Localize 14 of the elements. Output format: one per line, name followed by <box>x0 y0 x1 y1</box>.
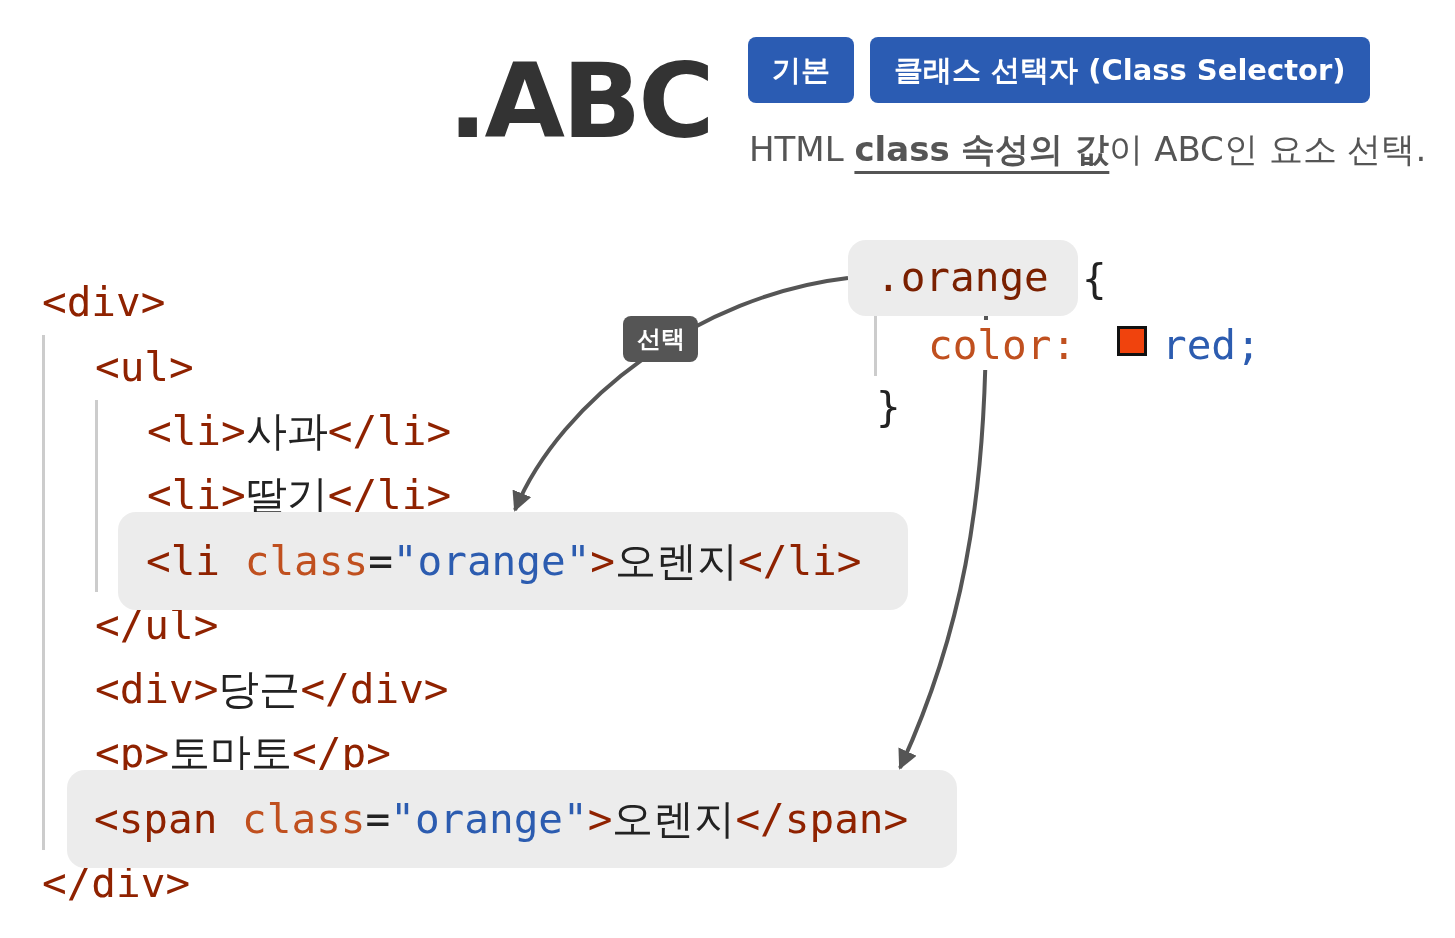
code-line: } <box>876 382 901 432</box>
curved-arrow <box>898 315 988 770</box>
description-text: HTML class 속성의 값이 ABC인 요소 선택. <box>749 128 1427 171</box>
code-line: red; <box>1162 320 1261 370</box>
code-line: { <box>1082 254 1107 304</box>
category-tag: 클래스 선택자 (Class Selector) <box>870 37 1370 103</box>
code-line: <div> <box>42 277 166 327</box>
edge-label: 선택 <box>623 316 698 362</box>
category-tag: 기본 <box>748 37 854 103</box>
code-line: <ul> <box>95 342 194 392</box>
code-line: <div>당근</div> <box>95 664 449 714</box>
selector-box: .orange <box>848 240 1078 316</box>
title: .ABC <box>448 40 712 162</box>
code-line: <li>사과</li> <box>147 406 452 456</box>
